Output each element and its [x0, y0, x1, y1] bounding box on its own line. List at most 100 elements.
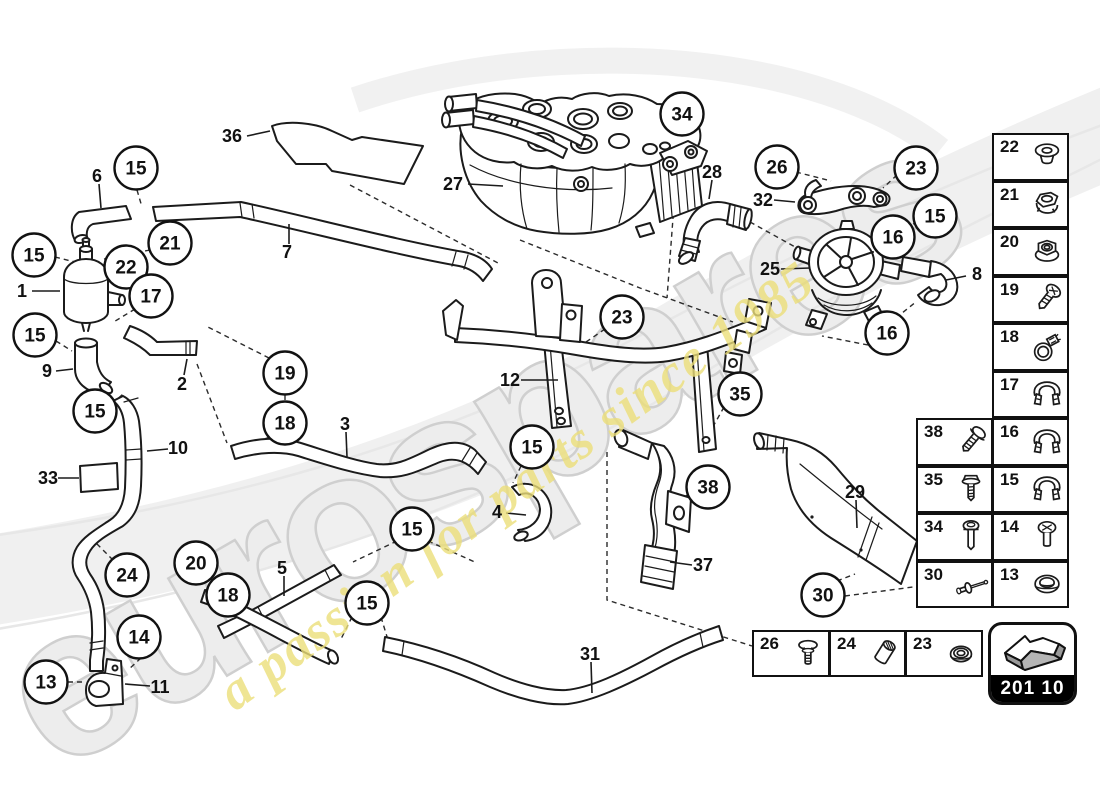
screw-pan-long-icon: [952, 518, 990, 556]
bolt-flange-vertical-icon: [952, 470, 990, 508]
part-label-8: 8: [972, 264, 982, 284]
callout-23[interactable]: 23: [893, 145, 939, 191]
svg-text:18: 18: [274, 414, 295, 435]
sidebar-number: 13: [1000, 564, 1019, 584]
sidebar-cell-35[interactable]: 35: [916, 465, 993, 513]
callout-13[interactable]: 13: [23, 659, 69, 705]
part-36-cover[interactable]: [271, 121, 424, 185]
screw-pan-angled-icon: [1028, 280, 1066, 318]
sidebar-cell-30[interactable]: 30: [916, 560, 993, 608]
part-32-bracket[interactable]: [797, 179, 891, 216]
bushing-icon: [942, 635, 980, 673]
part-11-bracket[interactable]: [85, 658, 124, 707]
svg-text:21: 21: [159, 234, 181, 255]
sidebar-cell-21[interactable]: 21: [992, 180, 1069, 228]
part-label-36: 36: [222, 126, 242, 146]
sidebar-cell-22[interactable]: 22: [992, 133, 1069, 181]
svg-text:19: 19: [274, 364, 295, 385]
callout-30[interactable]: 30: [800, 572, 846, 618]
part-4-elbow-hose[interactable]: [511, 482, 553, 542]
part-label-11: 11: [150, 677, 169, 697]
part-label-3: 3: [340, 414, 350, 434]
part-8-elbow-hose[interactable]: [900, 256, 959, 307]
svg-text:15: 15: [125, 159, 147, 180]
part-31-hose[interactable]: [382, 625, 724, 706]
svg-text:30: 30: [812, 586, 833, 607]
sidebar-cell-18[interactable]: 18: [992, 323, 1069, 371]
sidebar-cell-15[interactable]: 15: [992, 465, 1069, 513]
callout-18[interactable]: 18: [205, 572, 251, 618]
callout-15[interactable]: 15: [509, 424, 555, 470]
part-25-secondary-air-pump[interactable]: [792, 220, 901, 330]
callout-16[interactable]: 16: [864, 310, 910, 356]
sidebar-cell-13[interactable]: 13: [992, 560, 1069, 608]
part-label-27: 27: [443, 174, 463, 194]
part-label-2: 2: [177, 374, 187, 394]
part-27-activated-carbon-canister[interactable]: [441, 92, 708, 238]
sidebar-cell-16[interactable]: 16: [992, 418, 1069, 466]
part-label-12: 12: [500, 370, 520, 390]
part-37-bracket[interactable]: [612, 428, 692, 590]
sidebar-cell-19[interactable]: 19: [992, 275, 1069, 323]
callout-24[interactable]: 24: [104, 552, 150, 598]
callout-15[interactable]: 15: [113, 145, 159, 191]
callout-34[interactable]: 34: [659, 91, 705, 137]
part-7-hose[interactable]: [152, 201, 493, 282]
callout-38[interactable]: 38: [685, 464, 731, 510]
svg-text:34: 34: [671, 105, 693, 126]
callout-14[interactable]: 14: [116, 614, 162, 660]
part-2-hose[interactable]: [123, 325, 198, 356]
svg-text:26: 26: [766, 158, 787, 179]
sidebar-number: 34: [924, 517, 943, 536]
callout-16[interactable]: 16: [870, 214, 916, 260]
callout-15[interactable]: 15: [389, 506, 435, 552]
spring-clamp-icon: [1028, 375, 1066, 413]
part-label-1: 1: [17, 281, 27, 301]
part-10-hose[interactable]: [71, 395, 143, 672]
part-3-hose[interactable]: [230, 437, 487, 479]
callout-15[interactable]: 15: [912, 193, 958, 239]
part-1-fuel-vapor-filter[interactable]: [63, 237, 126, 332]
svg-text:24: 24: [116, 566, 138, 587]
part-label-25: 25: [760, 259, 780, 279]
legend-number: 23: [913, 634, 932, 653]
sidebar-cell-34[interactable]: 34: [916, 513, 993, 561]
part-group-badge: 201 10: [988, 622, 1077, 705]
legend-cell-24[interactable]: 24: [829, 630, 906, 677]
sidebar-cell-14[interactable]: 14: [992, 513, 1069, 561]
part-label-31: 31: [580, 644, 600, 664]
callout-15[interactable]: 15: [12, 312, 58, 358]
callout-17[interactable]: 17: [128, 273, 174, 319]
sidebar-cell-17[interactable]: 17: [992, 370, 1069, 418]
callout-21[interactable]: 21: [147, 220, 193, 266]
callout-15[interactable]: 15: [344, 580, 390, 626]
callout-15[interactable]: 15: [11, 232, 57, 278]
svg-text:15: 15: [24, 326, 46, 347]
sidebar-cell-38[interactable]: 38: [916, 418, 993, 466]
callout-15[interactable]: 15: [72, 388, 118, 434]
part-12-support-bracket[interactable]: [442, 269, 772, 453]
sidebar-cell-20[interactable]: 20: [992, 228, 1069, 276]
sidebar-number: 35: [924, 469, 943, 489]
svg-text:22: 22: [115, 258, 136, 279]
callout-26[interactable]: 26: [754, 144, 800, 190]
part-28-hose[interactable]: [677, 201, 753, 266]
part-33-label[interactable]: [79, 462, 119, 493]
part-29-air-duct[interactable]: [752, 432, 918, 585]
legend-cell-26[interactable]: 26: [752, 630, 830, 677]
svg-text:17: 17: [140, 287, 161, 308]
callout-19[interactable]: 19: [262, 350, 308, 396]
callout-35[interactable]: 35: [717, 371, 763, 417]
svg-text:15: 15: [401, 520, 423, 541]
callout-20[interactable]: 20: [173, 540, 219, 586]
part-6-elbow-hose[interactable]: [70, 205, 132, 245]
sidebar-number: 21: [1000, 184, 1019, 204]
svg-text:20: 20: [185, 554, 206, 575]
callout-23[interactable]: 23: [599, 294, 645, 340]
callout-18[interactable]: 18: [262, 400, 308, 446]
legend-cell-23[interactable]: 23: [905, 630, 983, 677]
rivet-pin-icon: [952, 565, 990, 603]
callout-22[interactable]: 22: [103, 244, 149, 290]
svg-text:15: 15: [23, 246, 45, 267]
